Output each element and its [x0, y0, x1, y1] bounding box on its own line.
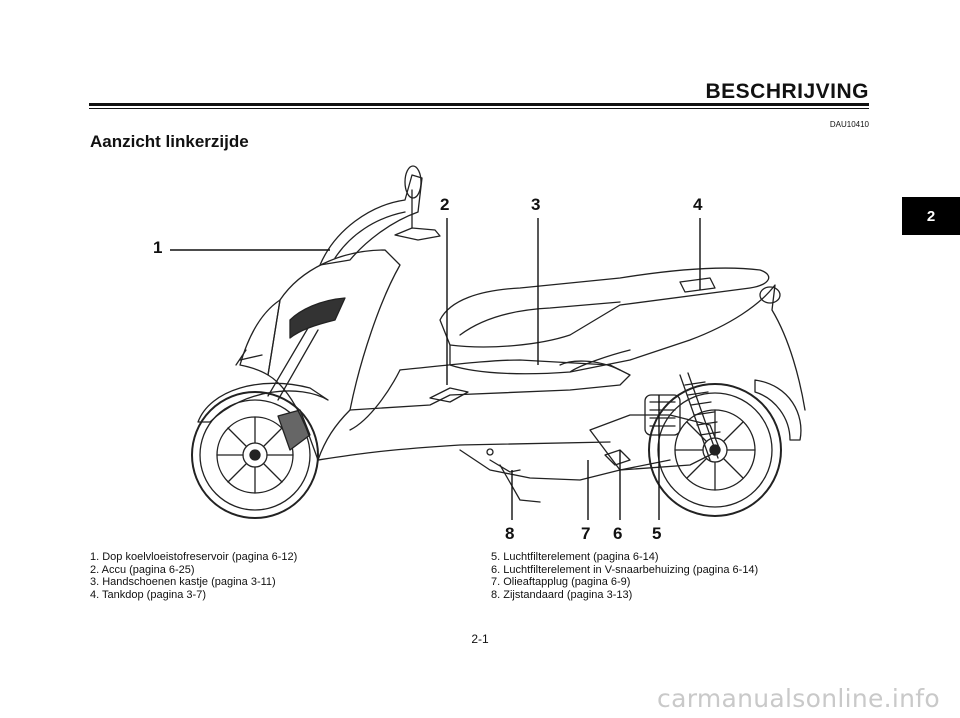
callout-5: 5 — [652, 524, 662, 543]
caption-list-left: 1. Dop koelvloeistofreservoir (pagina 6-… — [90, 551, 297, 601]
doc-code: DAU10410 — [829, 120, 869, 129]
caption-item: 5. Luchtfilterelement (pagina 6-14) — [491, 551, 659, 563]
caption-item: 8. Zijstandaard (pagina 3-13) — [491, 588, 633, 601]
callout-7: 7 — [581, 524, 591, 543]
caption-item: 7. Olieaftapplug (pagina 6-9) — [491, 576, 631, 588]
callout-6: 6 — [613, 524, 623, 543]
caption-item: 3. Handschoenen kastje (pagina 3-11) — [90, 576, 276, 588]
callout-4: 4 — [693, 195, 703, 214]
callout-8: 8 — [505, 524, 515, 543]
callout-2: 2 — [440, 195, 450, 214]
callout-1: 1 — [153, 238, 163, 257]
header-rule-thin — [89, 108, 869, 109]
caption-item: 6. Luchtfilterelement in V-snaarbehuizin… — [491, 563, 759, 576]
front-wheel — [191, 391, 319, 519]
caption-item: 4. Tankdop (pagina 3-7) — [90, 588, 206, 601]
caption-item: 1. Dop koelvloeistofreservoir (pagina 6-… — [90, 551, 298, 563]
scooter-illustration — [191, 165, 806, 519]
chapter-tab[interactable]: 2 — [902, 197, 960, 235]
header-rule-thick — [89, 103, 869, 106]
section-title: BESCHRIJVING — [705, 80, 869, 103]
page-number: 2-1 — [471, 632, 489, 646]
callout-3: 3 — [531, 195, 541, 214]
caption-list-right: 5. Luchtfilterelement (pagina 6-14) 6. L… — [491, 551, 758, 601]
page-heading: Aanzicht linkerzijde — [90, 132, 249, 151]
rear-wheel — [648, 383, 782, 517]
caption-item: 2. Accu (pagina 6-25) — [90, 563, 195, 576]
watermark: carmanualsonline.info — [657, 684, 940, 713]
